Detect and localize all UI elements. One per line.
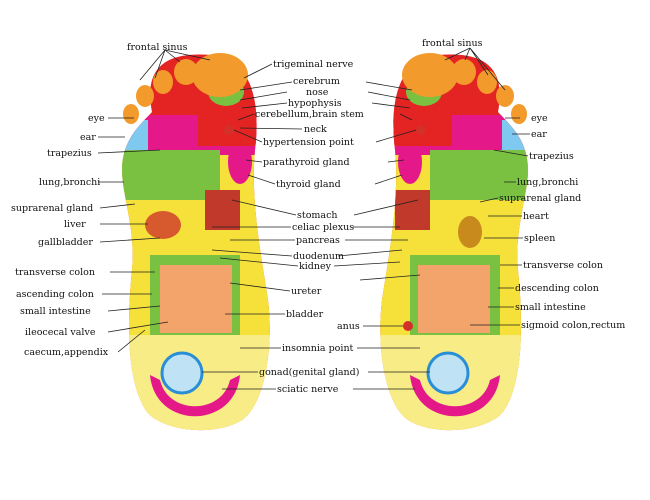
label-trapezius-left: trapezius — [47, 148, 92, 159]
label-gonad: gonad(genital gland) — [259, 367, 359, 378]
label-liver: liver — [64, 219, 86, 230]
label-sigmoid: sigmoid colon,rectum — [521, 320, 625, 331]
label-pancreas: pancreas — [296, 235, 340, 246]
label-eye-left: eye — [88, 113, 105, 124]
label-descending: descending colon — [515, 283, 599, 294]
left-toe-4 — [136, 85, 154, 107]
label-kidney: kidney — [299, 261, 332, 272]
label-ascending: ascending colon — [16, 289, 94, 300]
left-foot — [122, 53, 270, 431]
right-spleen-zone — [458, 216, 482, 248]
right-toe-1 — [402, 53, 458, 97]
leader-lines — [97, 47, 530, 390]
right-toe-2 — [452, 59, 476, 85]
right-stomach-zone — [395, 190, 430, 230]
anus-point — [403, 321, 413, 331]
label-heart: heart — [523, 211, 549, 222]
label-small-intestine-left: small intestine — [20, 306, 91, 317]
label-caecum: caecum,appendix — [24, 347, 109, 358]
label-cerebrum: cerebrum — [293, 76, 340, 87]
label-ear-left: ear — [80, 132, 96, 143]
left-sciatic-zone — [150, 375, 240, 417]
right-foot — [380, 53, 528, 431]
right-gonad-zone — [426, 351, 470, 395]
label-trapezius-right: trapezius — [529, 151, 574, 162]
left-liver-zone — [145, 211, 181, 239]
right-lung-zone — [430, 150, 528, 200]
label-ureter: ureter — [291, 286, 322, 297]
right-toe-4 — [496, 85, 514, 107]
label-insomnia: insomnia point — [282, 343, 354, 354]
label-parathyroid: parathyroid gland — [263, 157, 350, 168]
label-transverse-right: transverse colon — [523, 260, 603, 271]
label-spleen: spleen — [524, 233, 555, 244]
right-hypertension-point — [416, 125, 426, 135]
right-toe-3 — [477, 70, 497, 94]
right-toe-5 — [511, 104, 527, 124]
label-frontal-sinus-left: frontal sinus — [127, 42, 188, 53]
labels: frontal sinus frontal sinus trigeminal n… — [11, 38, 625, 395]
label-sciatic: sciatic nerve — [277, 384, 339, 395]
left-gonad-zone — [160, 351, 204, 395]
left-lung-zone — [122, 150, 220, 200]
left-toe-1 — [192, 53, 248, 97]
label-lung-left: lung,bronchi — [39, 177, 100, 188]
label-nose: nose — [306, 87, 329, 98]
label-duodenum: duodenum — [293, 251, 344, 262]
right-sciatic-zone — [410, 375, 500, 417]
label-thyroid: thyroid gland — [276, 179, 341, 190]
right-thyroid-zone — [398, 140, 422, 184]
left-stomach-zone — [205, 190, 240, 230]
label-small-intestine-right: small intestine — [515, 302, 586, 313]
label-stomach: stomach — [297, 210, 338, 221]
right-ear-zone — [502, 120, 528, 154]
label-celiac: celiac plexus — [292, 222, 354, 233]
left-toe-3 — [153, 70, 173, 94]
label-hypertension: hypertension point — [263, 137, 354, 148]
label-suprarenal-left: suprarenal gland — [11, 203, 93, 214]
label-cerebellum: cerebellum,brain stem — [255, 109, 364, 120]
label-lung-right: lung,bronchi — [517, 177, 578, 188]
label-ileocecal: ileocecal valve — [25, 327, 96, 338]
label-neck: neck — [304, 124, 327, 135]
label-eye-right: eye — [531, 113, 548, 124]
label-gallbladder: gallbladder — [38, 237, 93, 248]
right-intestine-zone — [418, 265, 490, 333]
label-hypophysis: hypophysis — [288, 98, 342, 109]
left-hypertension-point — [224, 125, 234, 135]
left-toe-2 — [174, 59, 198, 85]
label-ear-right: ear — [531, 129, 547, 140]
label-bladder: bladder — [286, 309, 324, 320]
left-intestine-zone — [160, 265, 232, 333]
left-thyroid-zone — [228, 140, 252, 184]
label-anus: anus — [337, 321, 360, 332]
label-transverse-left: transverse colon — [15, 267, 95, 278]
left-toe-5 — [123, 104, 139, 124]
label-frontal-sinus-right: frontal sinus — [422, 38, 483, 49]
label-suprarenal-right: suprarenal gland — [499, 193, 581, 204]
label-trigeminal-nerve: trigeminal nerve — [273, 59, 354, 70]
